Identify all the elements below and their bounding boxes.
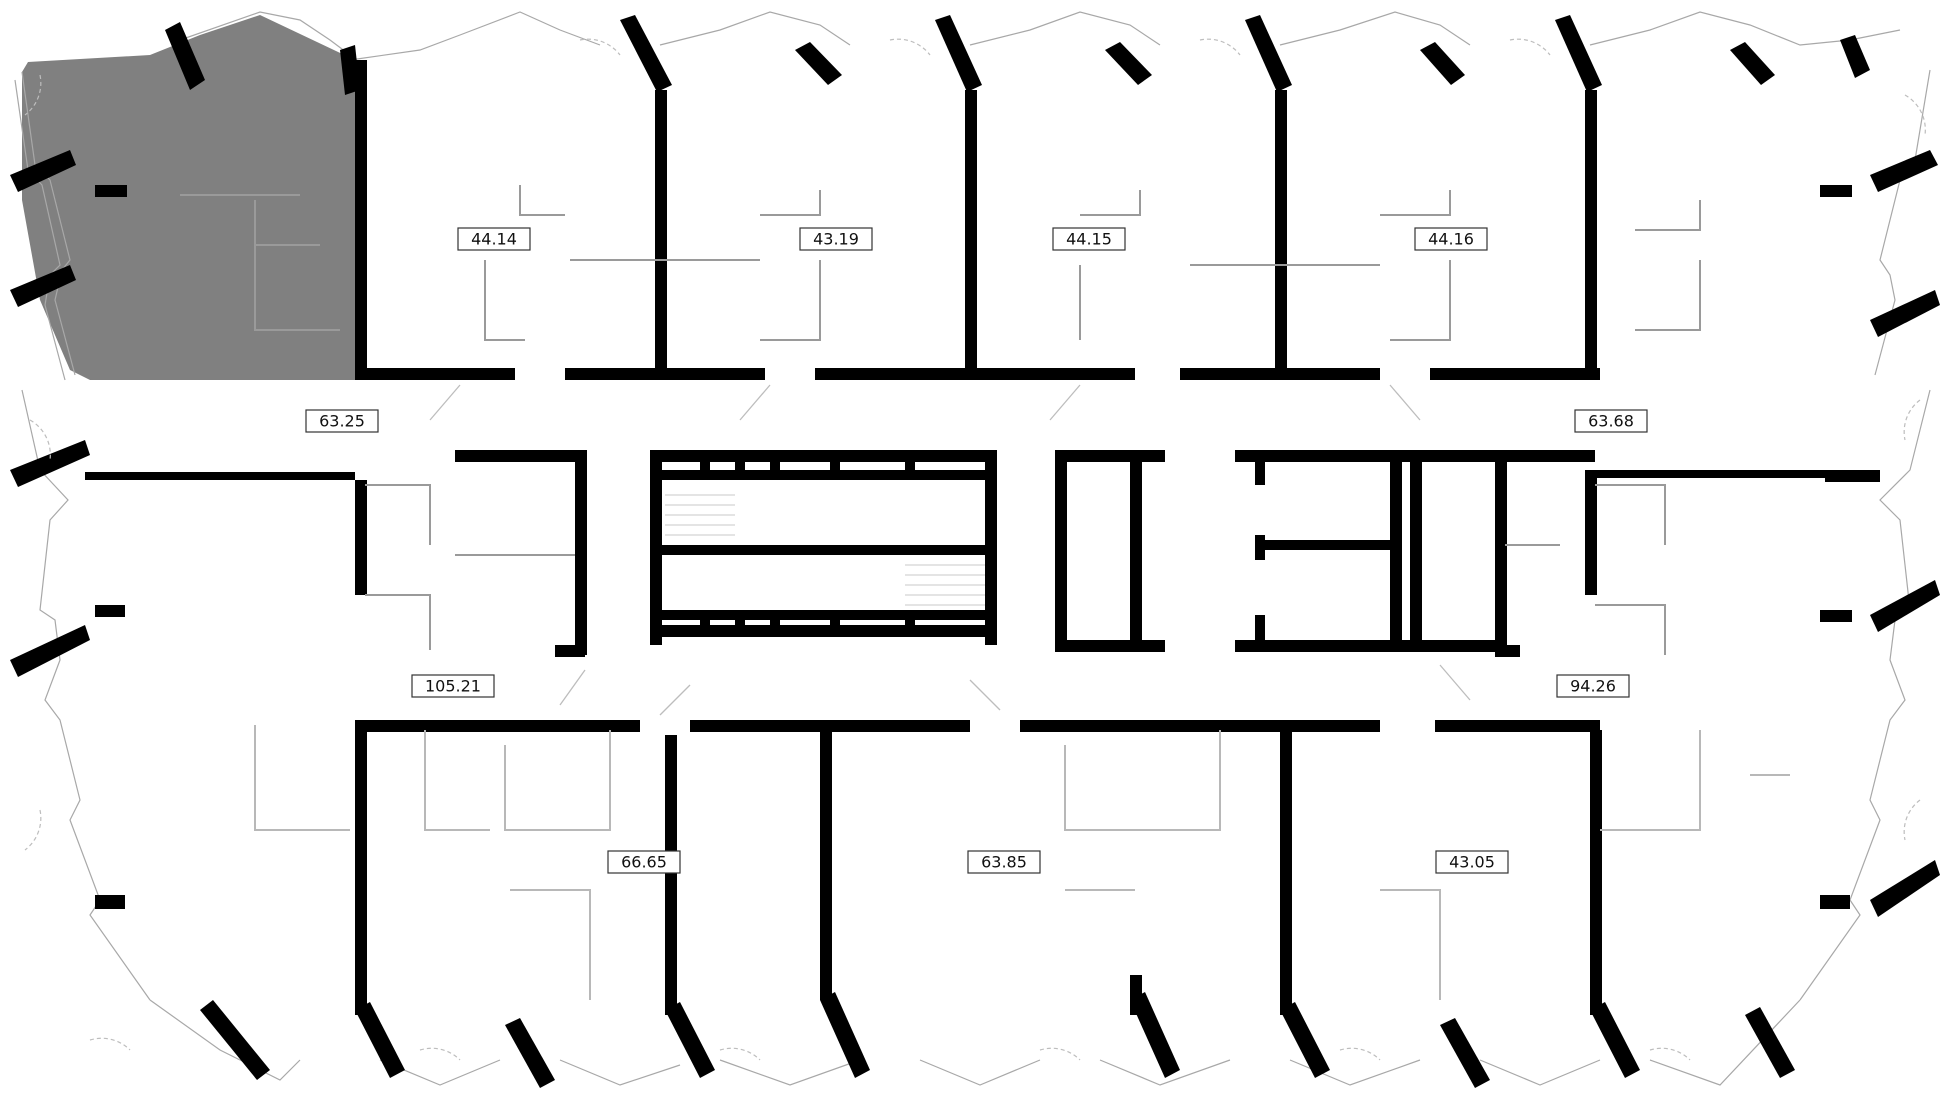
apartment-label[interactable]: 63.85 (967, 850, 1041, 874)
apartment-label[interactable]: 44.14 (457, 227, 531, 251)
apartment-area: 44.15 (1066, 230, 1112, 249)
apartment-area: 94.26 (1570, 677, 1616, 696)
apartment-area: 63.25 (319, 412, 365, 431)
structural-walls (10, 15, 1940, 1088)
apartment-area: 63.68 (1588, 412, 1634, 431)
apartment-label[interactable]: 105.21 (411, 674, 495, 698)
apartment-label[interactable]: 44.15 (1052, 227, 1126, 251)
apartment-area: 63.85 (981, 853, 1027, 872)
door-swings (24, 38, 1926, 1061)
apartment-labels: 63.25 44.14 43.19 44.15 44.16 63.68 105.… (305, 227, 1648, 874)
apartment-63-25-highlight[interactable] (22, 15, 355, 380)
apartment-area: 44.16 (1428, 230, 1474, 249)
apartment-area: 43.05 (1449, 853, 1495, 872)
apartment-area: 66.65 (621, 853, 667, 872)
stair-treads (665, 494, 985, 606)
apartment-label[interactable]: 94.26 (1556, 674, 1630, 698)
apartment-area: 44.14 (471, 230, 517, 249)
apartment-label[interactable]: 43.05 (1435, 850, 1509, 874)
apartment-area: 105.21 (425, 677, 481, 696)
apartment-area: 43.19 (813, 230, 859, 249)
apartment-label[interactable]: 44.16 (1414, 227, 1488, 251)
apartment-label[interactable]: 66.65 (607, 850, 681, 874)
apartment-label[interactable]: 63.68 (1574, 409, 1648, 433)
interior-partitions (180, 185, 1790, 1000)
apartment-label[interactable]: 63.25 (305, 409, 379, 433)
apartment-label[interactable]: 43.19 (799, 227, 873, 251)
